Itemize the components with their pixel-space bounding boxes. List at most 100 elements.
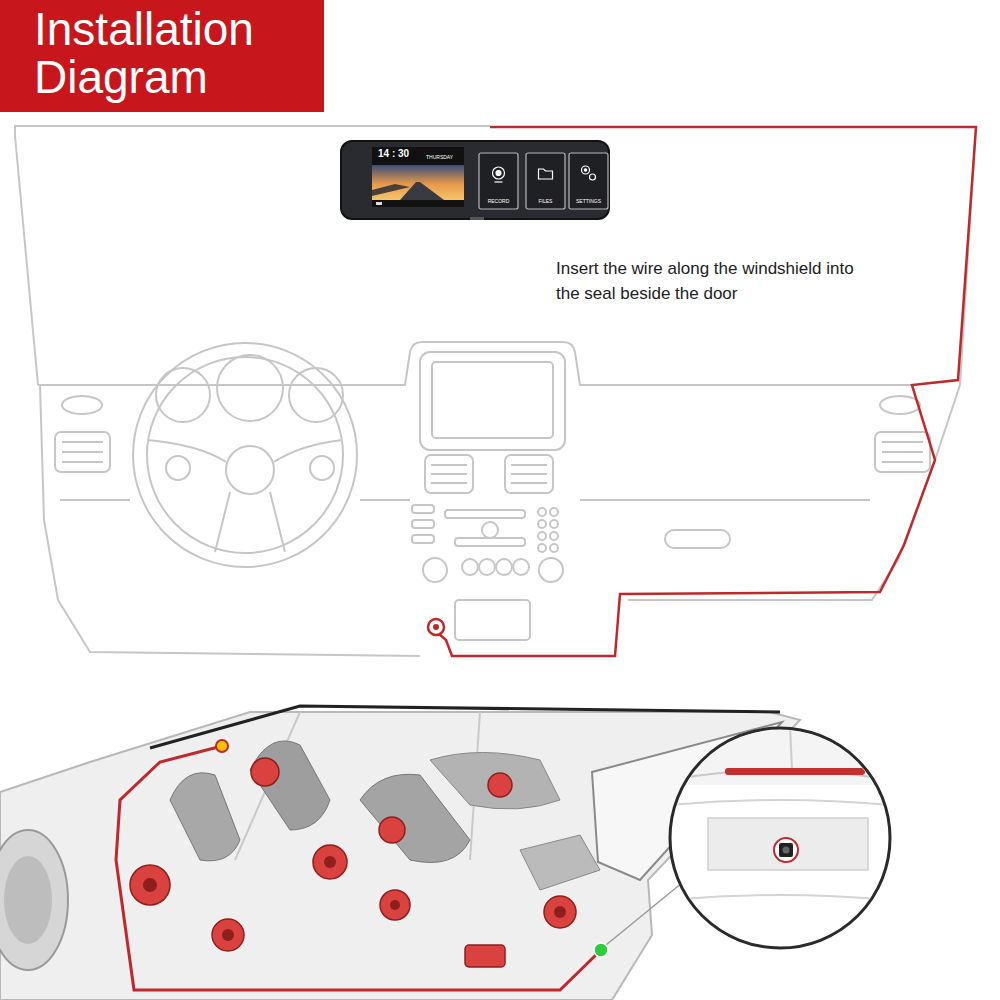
button-outline-part xyxy=(569,153,608,209)
leader-line xyxy=(606,878,688,945)
car-illustration-part-part xyxy=(222,929,234,941)
car-illustration-part-part xyxy=(130,865,170,905)
car-illustration-part xyxy=(170,773,240,861)
dashboard-outline-part xyxy=(539,558,563,582)
rear-camera-closeup-part xyxy=(660,725,900,900)
dashboard-outline-part xyxy=(455,600,530,640)
mirror-body-part xyxy=(372,165,464,200)
dashboard-outline-part xyxy=(133,343,357,567)
car-illustration-part-part xyxy=(488,773,512,797)
button-outline-part xyxy=(526,153,565,209)
car-illustration-part xyxy=(130,758,576,967)
dashboard-outline-part xyxy=(40,385,420,656)
dashboard-outline-part xyxy=(880,396,920,414)
dashboard-outline-part xyxy=(580,499,870,501)
power-socket-part xyxy=(433,624,439,630)
rear-camera-closeup-part xyxy=(783,847,790,854)
mirror-body-part xyxy=(341,141,609,219)
dashboard-outline-part xyxy=(505,455,553,493)
car-illustration-part-part xyxy=(313,845,347,879)
rear-camera-closeup-part-part xyxy=(725,768,865,775)
dashboard-outline xyxy=(38,342,960,656)
instruction-note: Insert the wire along the windshield int… xyxy=(556,257,856,306)
dashboard-outline-part xyxy=(538,544,546,552)
dashboard-outline-part xyxy=(62,442,103,462)
button-label: RECORD xyxy=(478,199,519,204)
car-illustration-part-part xyxy=(379,817,405,843)
power-socket-part xyxy=(428,619,444,635)
button-outline-part xyxy=(479,153,518,209)
weekday-text: THURSDAY xyxy=(426,155,453,160)
dashboard-outline-part xyxy=(550,508,558,516)
car-illustration-part xyxy=(430,753,560,810)
mirror-body-part xyxy=(400,182,444,200)
button-outline-part xyxy=(493,167,505,182)
dashboard-outline-part xyxy=(360,499,410,501)
mirror-dashcam: 14 : 30 THURSDAY RECORD FILESSETTINGS xyxy=(340,140,610,220)
dashboard-outline-part xyxy=(628,385,960,600)
dashboard-outline-part xyxy=(875,432,930,472)
dashboard-outline-part xyxy=(431,465,467,483)
dashboard-outline-part xyxy=(432,362,553,438)
dashboard-outline-part xyxy=(538,508,546,516)
dashboard-outline-part xyxy=(62,396,102,414)
files-button: FILES xyxy=(525,152,566,210)
car-illustration-part xyxy=(520,835,600,890)
clock-time: 14 : 30 xyxy=(378,149,409,159)
car-illustration-part xyxy=(150,706,780,748)
title-text: Installation Diagram xyxy=(34,6,304,102)
car-illustration-part-part xyxy=(324,856,336,868)
button-outline-part-part xyxy=(496,171,501,176)
button-outline-part-part xyxy=(493,167,505,179)
dashboard-outline-part xyxy=(420,352,565,450)
mirror-entry-point xyxy=(216,740,228,752)
button-outline-part-part xyxy=(582,166,590,174)
mirror-body-part xyxy=(372,184,410,196)
car-illustration-part xyxy=(360,774,470,862)
dashboard-outline-part xyxy=(412,520,434,528)
title-banner: Installation Diagram xyxy=(0,0,324,112)
dashboard-outline-part xyxy=(156,368,210,422)
dashboard-outline-part xyxy=(550,544,558,552)
settings-button: SETTINGS xyxy=(568,152,609,210)
camera-wire xyxy=(116,746,601,990)
button-outline-part-part xyxy=(539,169,553,179)
dashboard-outline-part xyxy=(538,532,546,540)
dashboard-outline-part xyxy=(147,357,343,553)
rear-camera-closeup-part-part xyxy=(670,895,890,900)
windshield-outline-part xyxy=(15,126,490,385)
mirror-body-part xyxy=(372,147,464,207)
dashboard-outline-part xyxy=(445,510,525,518)
car-illustration-part-part xyxy=(212,919,244,951)
dashboard-outline-part xyxy=(217,355,283,421)
mirror-body-part xyxy=(470,217,484,220)
rear-camera-closeup-part-part xyxy=(670,800,890,805)
dashboard-outline-part xyxy=(513,559,529,575)
car-illustration-part-part xyxy=(390,900,400,910)
dashboard-outline-part xyxy=(412,535,434,543)
button-label: SETTINGS xyxy=(568,199,609,204)
record-button: RECORD xyxy=(478,152,519,210)
dashboard-outline-part xyxy=(60,499,130,501)
car-illustration-part xyxy=(0,830,68,970)
car-illustration-part-part xyxy=(251,758,279,786)
dashboard-outline-part xyxy=(479,559,495,575)
dashboard-outline-part xyxy=(38,342,912,385)
car-illustration-part xyxy=(143,856,566,941)
windshield-outline xyxy=(15,126,975,385)
car-illustration-part-part xyxy=(554,906,566,918)
dashboard-outline-part xyxy=(310,456,334,480)
power-socket xyxy=(428,619,444,635)
dashboard-outline-part xyxy=(538,520,546,528)
rear-camera-closeup-part-part xyxy=(790,725,792,770)
dashboard-outline-part xyxy=(511,465,547,483)
dashboard-outline-part xyxy=(482,522,498,538)
car-illustration-part xyxy=(4,856,52,944)
dashboard-outline-part xyxy=(148,440,342,462)
camera-entry-point xyxy=(594,943,608,957)
car-illustration-part-part xyxy=(544,896,576,928)
mirror-body-part xyxy=(376,202,382,205)
rear-camera-closeup xyxy=(660,725,900,948)
